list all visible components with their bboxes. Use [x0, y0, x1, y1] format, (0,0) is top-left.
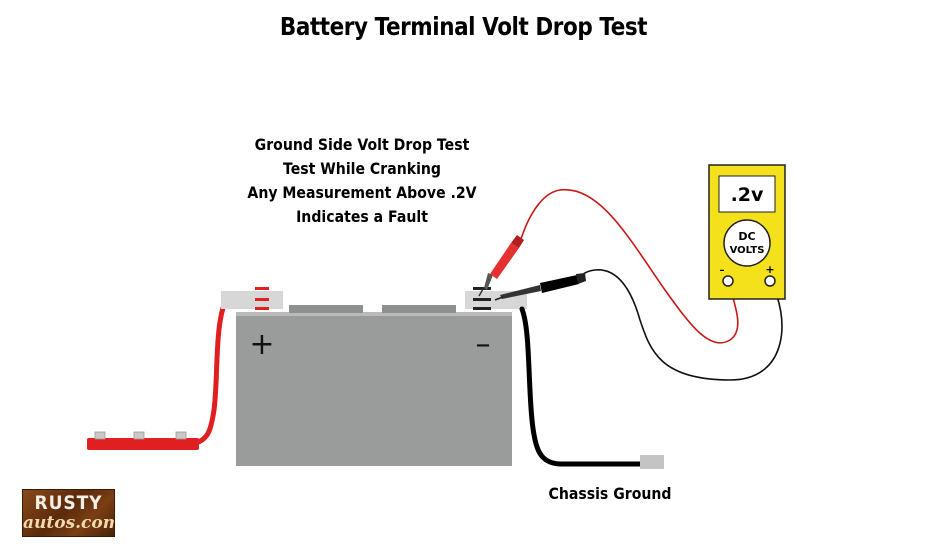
- meter-mode-line1: DC: [738, 230, 755, 243]
- battery-top-strip: [236, 312, 512, 316]
- multimeter: [708, 164, 786, 300]
- red-test-lead: [519, 189, 739, 344]
- positive-cable: [192, 302, 227, 446]
- test-instructions: Ground Side Volt Drop Test Test While Cr…: [230, 133, 494, 229]
- black-probe: [494, 273, 586, 301]
- meter-mode-line2: VOLTS: [730, 245, 765, 256]
- positive-symbol: +: [249, 327, 274, 362]
- battery-body: [236, 314, 512, 466]
- logo-top-text: RUSTY: [34, 492, 103, 514]
- instruction-line-3: Any Measurement Above .2V: [247, 183, 477, 202]
- positive-cable-lug: [87, 431, 199, 450]
- ground-cable: [519, 306, 643, 467]
- battery-cap-left: [289, 305, 363, 313]
- black-test-lead: [577, 269, 783, 381]
- negative-symbol: –: [476, 327, 491, 362]
- positive-terminal: [221, 287, 283, 310]
- battery-cap-right: [382, 305, 456, 313]
- instruction-line-2: Test While Cranking: [282, 159, 442, 178]
- meter-minus-label: –: [720, 265, 725, 276]
- chassis-ground-label: Chassis Ground: [548, 484, 672, 503]
- rusty-autos-logo[interactable]: RUSTY autos.com: [22, 489, 115, 537]
- negative-terminal: [465, 287, 527, 310]
- meter-reading: .2v: [731, 184, 764, 206]
- chassis-ground-block: [640, 455, 664, 469]
- diagram-title: Battery Terminal Volt Drop Test: [279, 12, 648, 41]
- red-probe: [478, 235, 524, 297]
- logo-bottom-text: autos.com: [23, 513, 115, 533]
- instruction-line-1: Ground Side Volt Drop Test: [254, 135, 470, 154]
- instruction-line-4: Indicates a Fault: [296, 207, 428, 226]
- meter-plus-label: +: [765, 263, 774, 276]
